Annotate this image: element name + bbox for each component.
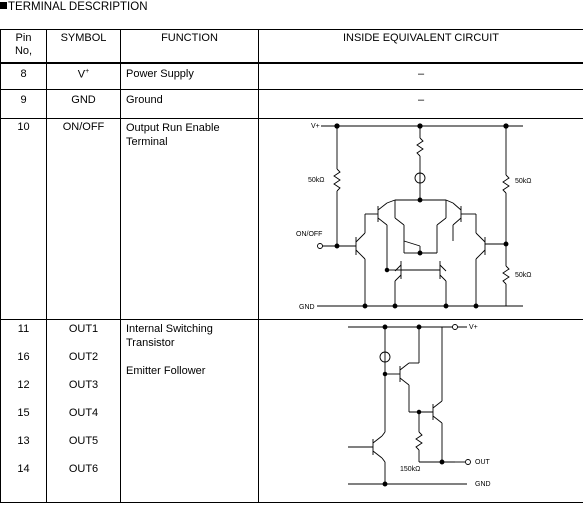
svg-text:50kΩ: 50kΩ	[308, 177, 325, 184]
symbol-cell: GND	[46, 88, 121, 119]
svg-text:50kΩ: 50kΩ	[515, 272, 532, 279]
circuit-cell: V+ 50kΩ	[258, 117, 583, 320]
header-function: FUNCTION	[120, 29, 259, 64]
circuit-cell: –	[258, 88, 583, 119]
table-row: 10 ON/OFF Output Run Enable Terminal V+ …	[0, 117, 583, 320]
svg-text:GND: GND	[475, 481, 491, 488]
pin-cell: 11 16 12 15 13 14	[0, 318, 47, 503]
table-header-row: Pin No, SYMBOL FUNCTION INSIDE EQUIVALEN…	[0, 29, 583, 64]
svg-text:OUT: OUT	[475, 459, 491, 466]
symbol-cell: V+	[46, 62, 121, 90]
circuit-cell: –	[258, 62, 583, 90]
function-cell: Ground	[120, 88, 259, 119]
header-circuit: INSIDE EQUIVALENT CIRCUIT	[258, 29, 583, 64]
table-row: 9 GND Ground –	[0, 88, 583, 119]
pin-cell: 8	[0, 62, 47, 90]
output-circuit-diagram: V+	[348, 324, 491, 488]
function-cell: Power Supply	[120, 62, 259, 90]
svg-text:GND: GND	[299, 304, 315, 311]
section-title-text: TERMINAL DESCRIPTION	[8, 1, 148, 13]
circuit-cell: V+	[258, 318, 583, 503]
table-row: 8 V+ Power Supply –	[0, 62, 583, 90]
symbol-cell: ON/OFF	[46, 117, 121, 320]
function-cell: Internal Switching Transistor Emitter Fo…	[120, 318, 259, 503]
svg-text:ON/OFF: ON/OFF	[296, 231, 322, 238]
header-symbol: SYMBOL	[46, 29, 121, 64]
terminal-table: Pin No, SYMBOL FUNCTION INSIDE EQUIVALEN…	[0, 29, 583, 503]
svg-text:V+: V+	[469, 324, 478, 331]
vplus-label: V+	[311, 123, 320, 130]
onoff-circuit-diagram: V+ 50kΩ	[296, 123, 532, 311]
pin-cell: 9	[0, 88, 47, 119]
header-pin: Pin No,	[0, 29, 47, 64]
symbol-cell: OUT1 OUT2 OUT3 OUT4 OUT5 OUT6	[46, 318, 121, 503]
bullet-square-icon	[0, 2, 7, 9]
svg-text:50kΩ: 50kΩ	[515, 178, 532, 185]
section-title: TERMINAL DESCRIPTION	[0, 0, 148, 14]
pin-cell: 10	[0, 117, 47, 320]
function-cell: Output Run Enable Terminal	[120, 117, 259, 320]
table-row: 11 16 12 15 13 14 OUT1 OUT2 OUT3 OUT4 OU…	[0, 318, 583, 503]
svg-text:150kΩ: 150kΩ	[400, 466, 420, 473]
